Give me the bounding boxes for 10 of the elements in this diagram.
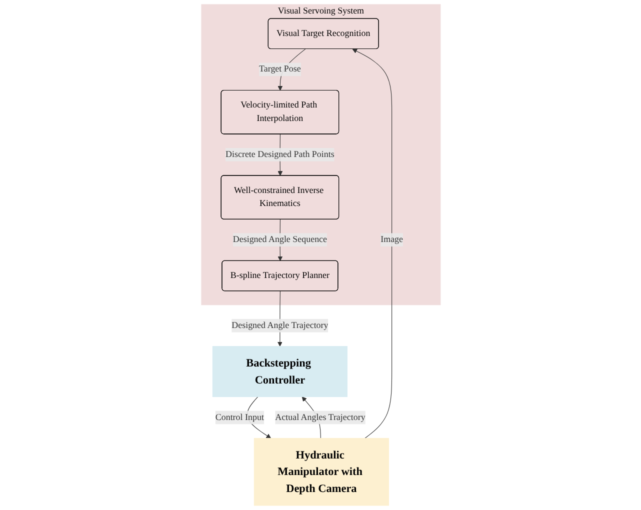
node-box: Backstepping Controller	[212, 346, 347, 398]
edge-label: Target Pose	[258, 64, 300, 74]
edge-label: Designed Angle Trajectory	[231, 320, 328, 330]
arrow	[352, 48, 392, 439]
edge-label: Image	[380, 234, 403, 244]
edge-label: Designed Angle Sequence	[232, 234, 327, 244]
edge-label: Actual Angles Trajectory	[274, 412, 365, 422]
edge-label: Discrete Designed Path Points	[225, 150, 334, 160]
edge-label: Control Input	[214, 412, 264, 422]
node-box: Hydraulic Manipulator with Depth Camera	[253, 438, 388, 506]
